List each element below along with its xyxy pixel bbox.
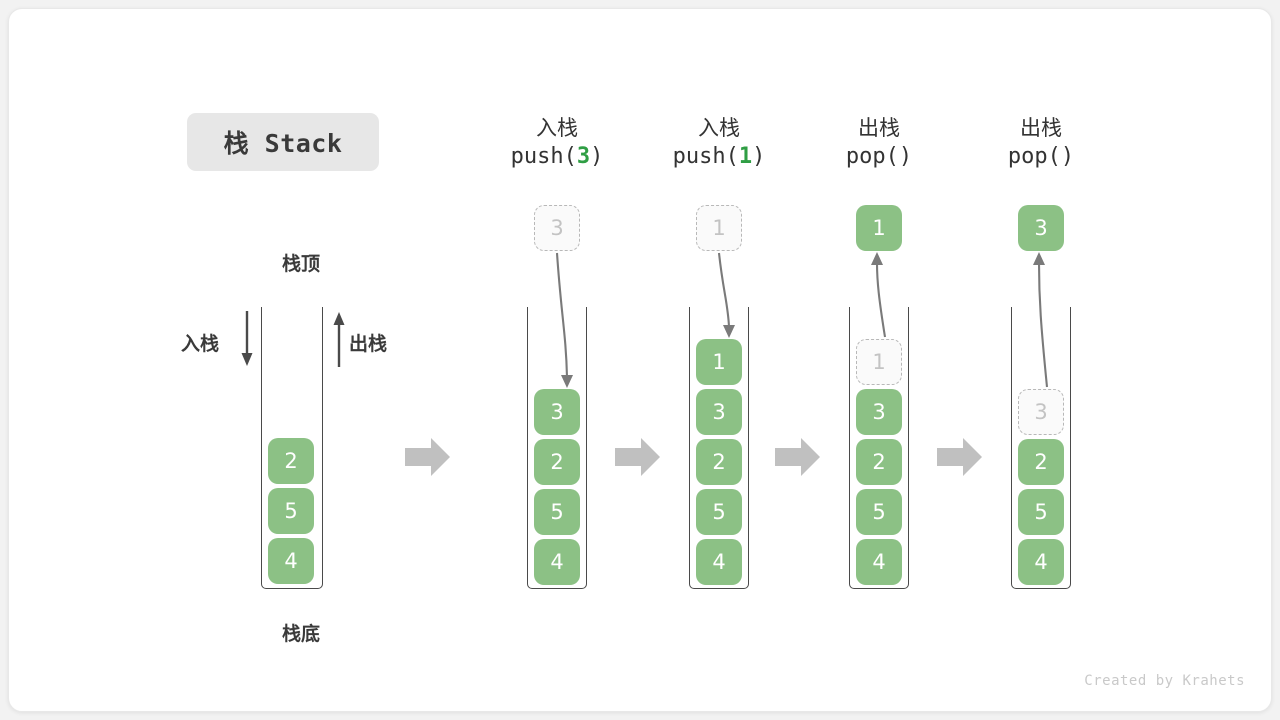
stack-container-push-1 [689,307,749,589]
floating-cell-pop-1: 1 [856,205,902,251]
stack-cell: 5 [1018,489,1064,535]
stack-top-label: 栈顶 [281,253,320,275]
transition-arrow-icon-1 [405,438,450,476]
stack-cell: 2 [696,439,742,485]
stack-cell: 5 [534,489,580,535]
transition-arrow-icon-4 [937,438,982,476]
diagram-title-chip: 栈 Stack [187,113,379,171]
stack-container-pop-3 [1011,307,1071,589]
step-header-pop-1: 出栈 pop() [787,115,971,173]
stack-cell: 5 [856,489,902,535]
step-operation-label: 出栈 [858,116,900,140]
step-operation-code: pop() [1007,144,1075,169]
footer-credit: Created by Krahets [1084,673,1245,689]
stack-container-push-3 [527,307,587,589]
push-direction-arrow-icon [241,311,253,366]
stack-bottom-label: 栈底 [281,623,320,645]
pop-arrow-icon-pop-1 [871,252,887,338]
step-header-push-3: 入栈 push(3) [465,115,649,173]
step-header-pop-3: 出栈 pop() [949,115,1133,173]
stack-cell: 3 [1018,389,1064,435]
stack-cell: 3 [534,389,580,435]
step-operation-code: pop() [845,144,913,169]
stack-cell: 2 [268,438,314,484]
push-arrow-icon-push-1 [717,252,735,338]
floating-cell-pop-3: 3 [1018,205,1064,251]
stack-cell: 4 [1018,539,1064,585]
stack-cell: 4 [268,538,314,584]
pop-direction-label: 出栈 [349,333,388,355]
stack-cell: 2 [1018,439,1064,485]
step-operation-label: 入栈 [536,116,578,140]
transition-arrow-icon-2 [615,438,660,476]
push-direction-label: 入栈 [181,333,220,355]
floating-cell-push-1: 1 [696,205,742,251]
stack-cell: 4 [696,539,742,585]
stack-cell: 1 [696,339,742,385]
step-operation-argument: 3 [576,144,591,169]
stack-cell: 4 [856,539,902,585]
stack-cell: 5 [268,488,314,534]
transition-arrow-icon-3 [775,438,820,476]
stack-cell: 5 [696,489,742,535]
step-operation-label: 出栈 [1020,116,1062,140]
step-operation-code: push(3) [510,144,604,169]
step-header-push-1: 入栈 push(1) [627,115,811,173]
stack-cell: 1 [856,339,902,385]
step-operation-argument: 1 [738,144,753,169]
stack-cell: 3 [696,389,742,435]
stack-container-pop-1 [849,307,909,589]
floating-cell-push-3: 3 [534,205,580,251]
stack-cell: 4 [534,539,580,585]
stack-cell: 2 [856,439,902,485]
stack-cell: 3 [856,389,902,435]
step-operation-label: 入栈 [698,116,740,140]
push-arrow-icon-push-3 [555,252,573,388]
diagram-title-text: 栈 Stack [223,129,343,158]
stack-cell: 2 [534,439,580,485]
step-operation-code: push(1) [672,144,766,169]
pop-arrow-icon-pop-3 [1033,252,1049,388]
pop-direction-arrow-icon [333,312,345,367]
